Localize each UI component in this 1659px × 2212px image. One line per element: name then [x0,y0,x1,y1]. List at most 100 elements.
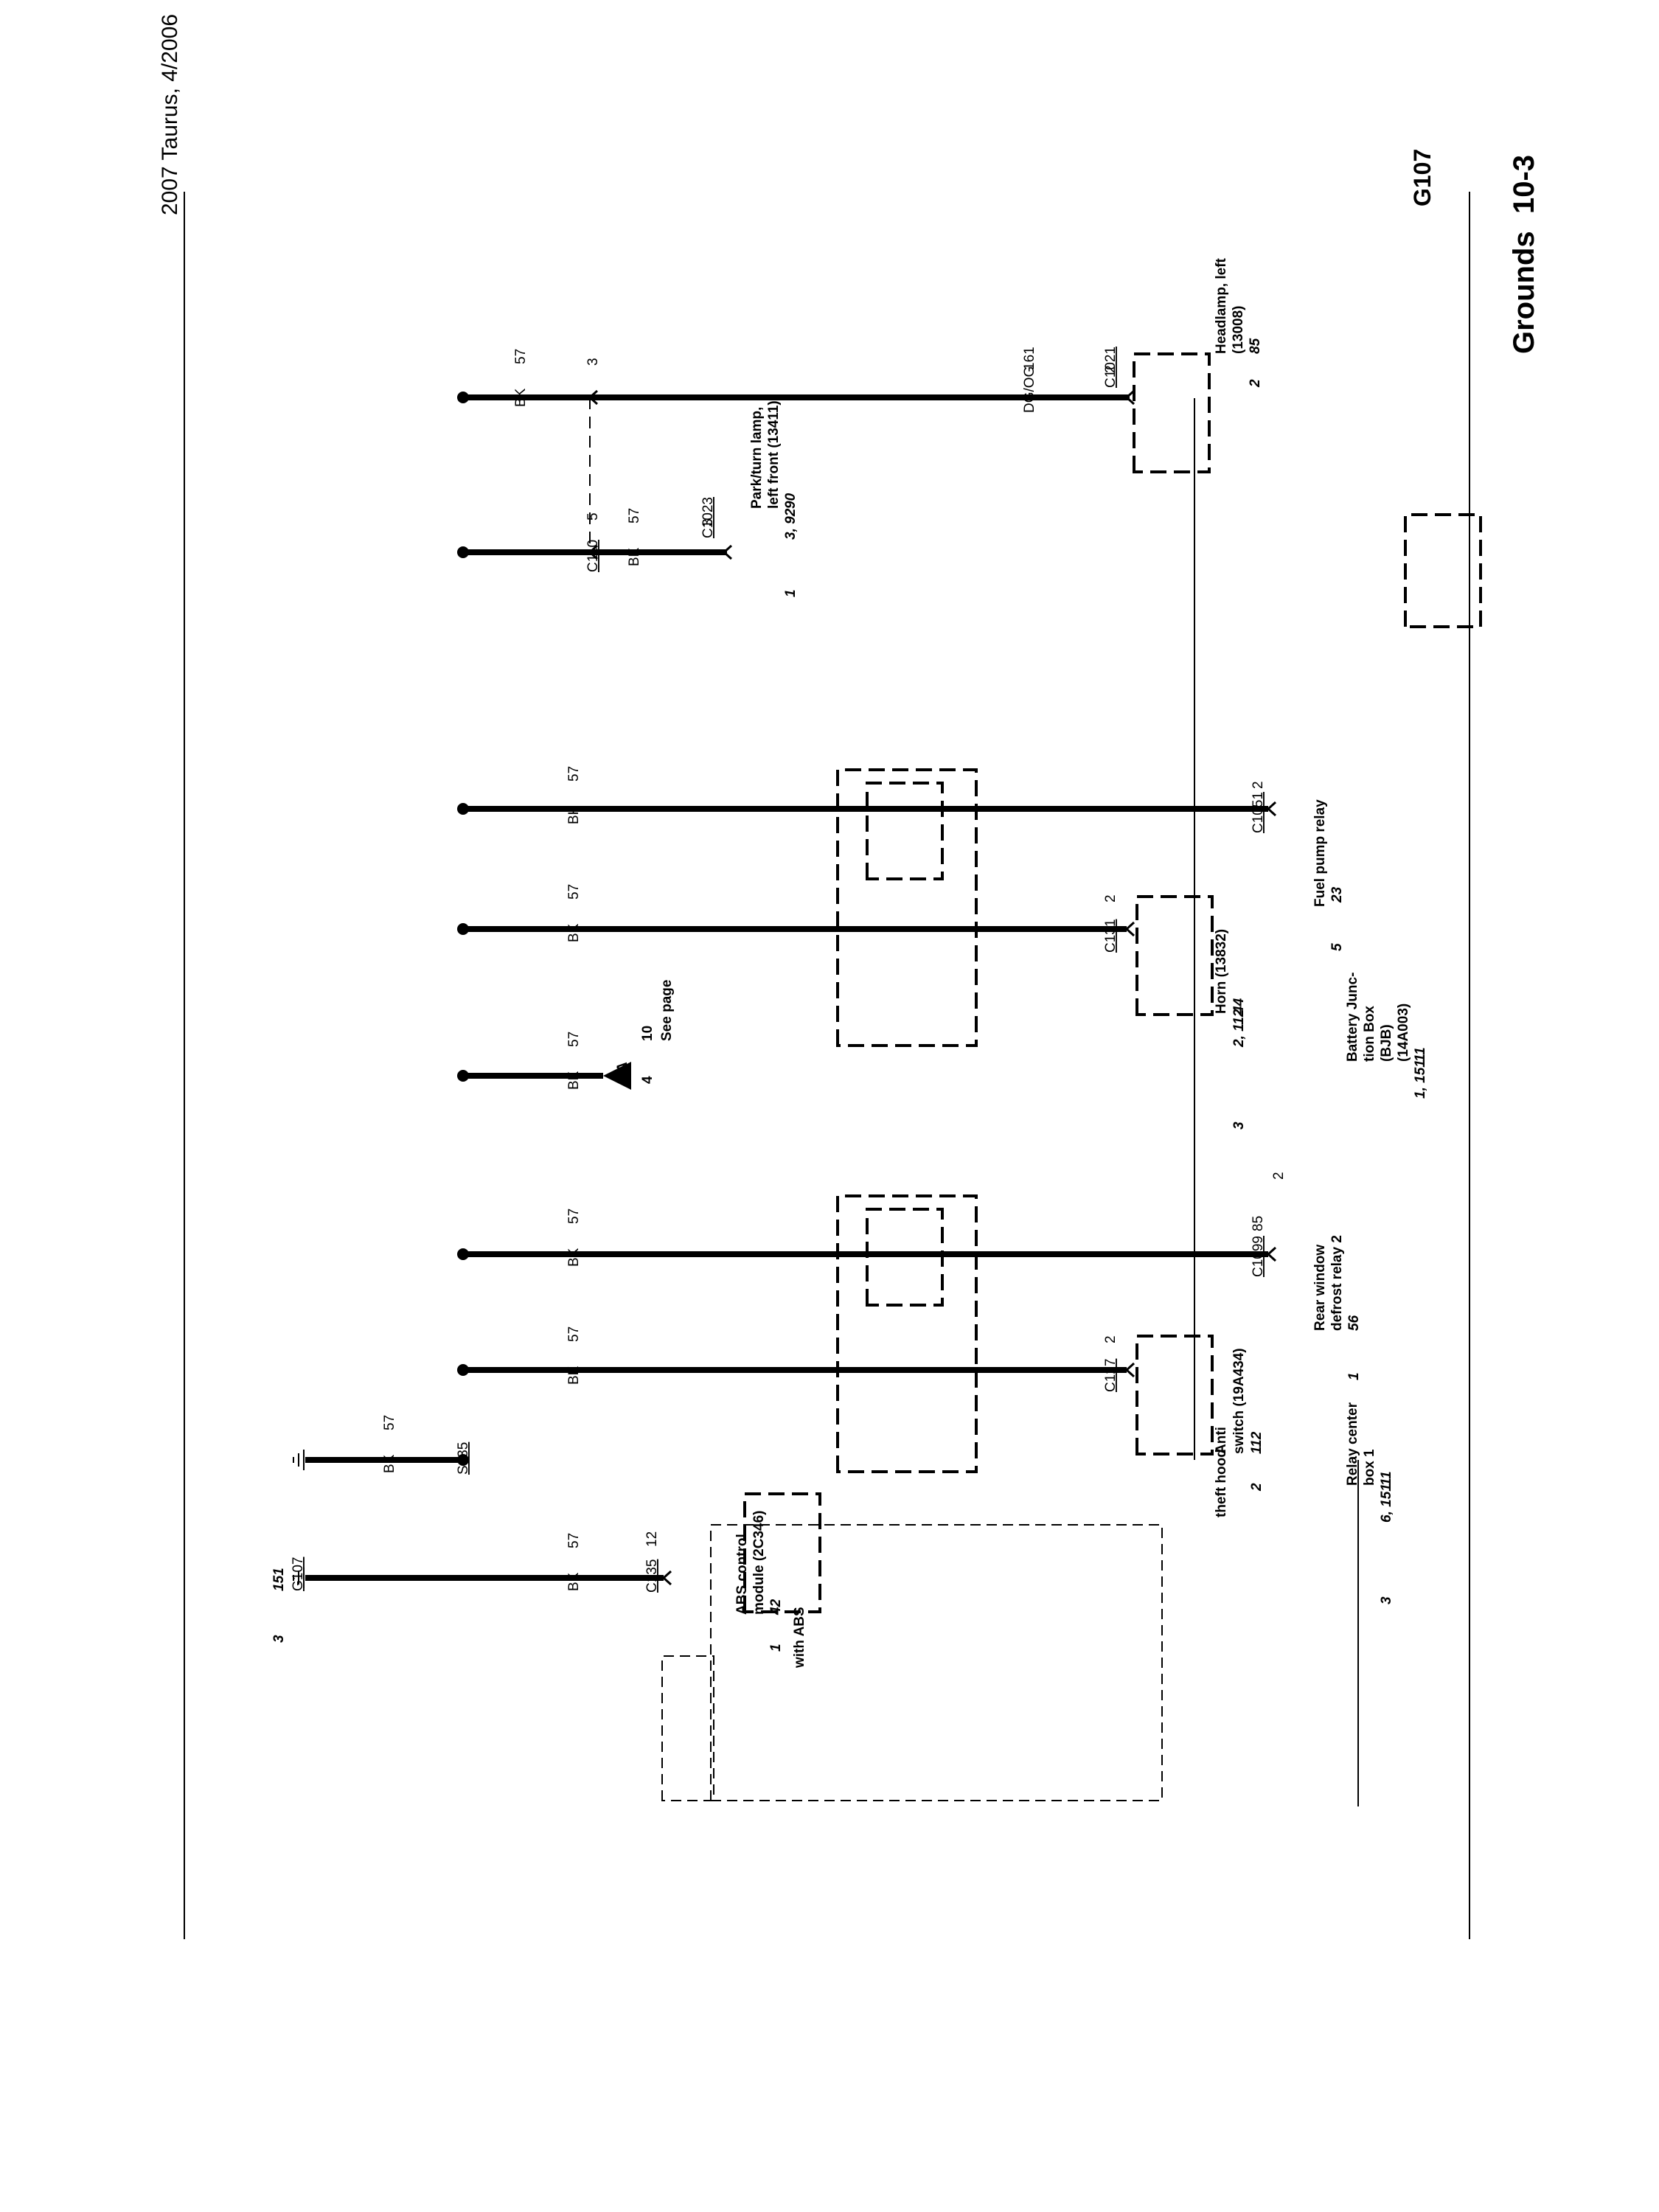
park-turn-name-2: left front (13411) [766,400,782,509]
c110-arrow-b [588,544,599,560]
wire-rcb-color: BK [566,1248,582,1267]
c1021-pin: 2 [1103,365,1119,373]
see-page-ref-2: 4 [640,1076,655,1084]
splice-dot-anti-theft [457,1364,469,1376]
wire-park-turn-circuit: 57 [627,508,642,524]
splice-dot-horn [457,923,469,935]
bjb-ref-2: 1, 151 [1413,1060,1428,1099]
c1021-label: C1021 [1103,347,1119,388]
wire-161-circuit: 161 [1022,347,1037,370]
see-page-text: See page [659,980,675,1041]
wire-headlamp-57-circuit: 57 [513,349,529,364]
wire-rcb-circuit: 57 [566,1208,582,1224]
c1023-arrow [722,544,733,560]
bjb-name-3: (BJB) [1379,1024,1394,1062]
headlamp-ref-2: 2 [1248,379,1263,388]
g107-label: G107 [291,1557,306,1591]
offpage-marker-letter: A [615,1062,630,1072]
splice-dot-see-page [457,1070,469,1082]
c131-pin: 2 [1103,894,1119,902]
wire-see-page-circuit: 57 [566,1032,582,1047]
c1023-label: C1023 [700,497,716,538]
page-number: 10-3 [1508,155,1540,214]
anti-theft-switch-box [1135,1335,1214,1455]
c110-arrow-a [588,389,599,406]
fuel-relay-ref-1: 23 [1329,886,1345,903]
rear-defrost-ref-2: 1 [1346,1372,1362,1380]
c131-arrow [1124,921,1135,937]
headlamp-box [1133,352,1211,473]
c1099-label: C1099 [1251,1236,1266,1277]
ground-symbol-s135 [293,1450,305,1470]
rcb-ref-3: 3 [1379,1596,1394,1604]
rear-defrost-ref-1: 56 [1346,1315,1362,1331]
with-abs-box [661,1655,714,1801]
c1051-pin: 2 [1251,781,1266,789]
bjb-name-4: (14A003) [1396,1004,1411,1062]
c135-label: C135 [644,1559,660,1593]
c135-arrow [661,1570,672,1586]
bjb-name-2: tion Box [1362,1006,1377,1062]
abs-ref-1: 42 [768,1599,784,1615]
wire-headlamp-57-color: BK [513,388,529,407]
horn-ref-2: 2, 112 [1231,1009,1247,1048]
wire-horn-circuit: 57 [566,884,582,900]
wire-bjb-circuit: 57 [566,766,582,782]
wire-bjb-color: BK [566,805,582,824]
splice-dot-s135 [457,1454,469,1466]
horn-ref-1: 44 [1231,998,1247,1015]
fuel-pump-relay-box [866,782,944,880]
splice-dot-bjb [457,803,469,815]
wire-s135-circuit: 57 [382,1415,397,1430]
offpage-connector-triangle [603,1062,631,1090]
s135-label: S135 [456,1442,471,1475]
ground-symbol-g107 [293,1568,305,1588]
rcb-name-1: Relay center [1345,1402,1360,1486]
park-turn-lamp-box [1404,513,1482,628]
abs-name-1: ABS control [734,1534,750,1615]
anti-theft-ref-2: 2 [1249,1483,1265,1492]
splice-dot-relay-center [457,1248,469,1260]
c1099-pin-a: 2 [1271,1172,1287,1180]
anti-theft-ref-1: 112 [1249,1431,1265,1454]
anti-theft-name-2: theft hood [1214,1449,1229,1517]
park-turn-ref-2: 3, 92 [783,508,799,540]
ground-ref-2: 3 [271,1635,287,1643]
relay-center-box [836,1194,978,1473]
c127-arrow [1124,1362,1135,1378]
rcb-name-2: box 1 [1362,1449,1377,1486]
rcb-ref-1: 11 [1379,1471,1394,1486]
c110-pin-a: 3 [585,358,601,366]
abs-ref-2: 1 [768,1644,784,1652]
headlamp-name-2: (13008) [1231,306,1246,355]
section-title: Grounds [1508,231,1540,354]
park-turn-ref-1: 90 [783,493,799,509]
wire-horn-color: BK [566,923,582,942]
abs-module-box [743,1492,821,1613]
park-turn-name-1: Park/turn lamp, [749,407,765,509]
fuel-relay-ref-2: 5 [1329,943,1345,951]
c1021-arrow [1124,389,1135,406]
bjb-box [836,768,978,1047]
horn-name: Horn (13832) [1214,929,1229,1014]
abs-region-box [710,1524,1163,1801]
c110-label: C110 [585,540,601,572]
c1099-arrow [1266,1246,1277,1262]
rcb-ref-2: 6, 151 [1379,1484,1394,1523]
horn-box [1135,895,1214,1016]
wire-161-color: DG/OG [1022,366,1037,413]
wire-s135-color: BK [382,1454,397,1473]
splice-dot-headlamp [457,392,469,403]
ground-ref-1: 151 [271,1568,287,1591]
c131-label: C131 [1103,919,1119,953]
c110-pin-b: 5 [585,512,601,521]
wire-anti-theft-color: BK [566,1366,582,1385]
anti-theft-name-3: switch (19A434) [1231,1348,1247,1454]
fuel-relay-name: Fuel pump relay [1312,799,1328,907]
splice-dot-park-turn [457,546,469,558]
rear-defrost-name-1: Rear window [1312,1245,1328,1331]
wire-park-turn-color: BK [627,547,642,566]
wire-abs-circuit: 57 [566,1533,582,1548]
